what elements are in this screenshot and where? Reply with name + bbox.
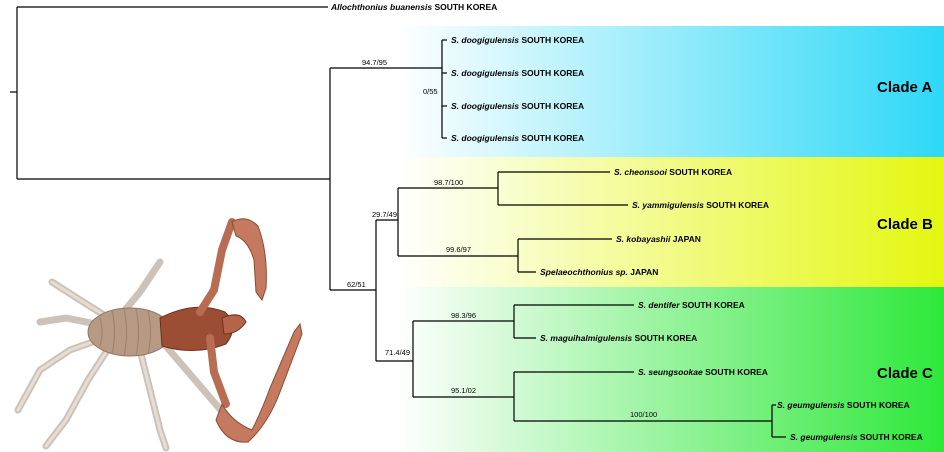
taxon-label: S. doogigulensis SOUTH KOREA [451,133,584,143]
support-value: 0/55 [423,87,438,96]
support-value: 94.7/95 [362,58,387,67]
support-values: 94.7/95 0/55 29.7/49 98.7/100 99.6/97 62… [347,58,657,419]
taxon-label: S. yammigulensis SOUTH KOREA [632,200,769,210]
taxon-label: S. geumgulensis SOUTH KOREA [777,400,910,410]
clade-b-background [395,157,944,287]
taxon-label: S. kobayashii JAPAN [616,234,701,244]
tree-branches [10,6,786,438]
taxon-label: S. cheonsooi SOUTH KOREA [614,167,732,177]
pseudoscorpion-photo [14,218,303,452]
taxon-label: S. dentifer SOUTH KOREA [638,300,745,310]
taxon-label: S. doogigulensis SOUTH KOREA [451,68,584,78]
taxon-label: Spelaeochthonius sp. JAPAN [540,267,658,277]
support-value: 29.7/49 [372,210,397,219]
taxon-label: S. seungsookae SOUTH KOREA [638,367,768,377]
taxon-label: S. geumgulensis SOUTH KOREA [790,432,923,442]
taxon-label: S. doogigulensis SOUTH KOREA [451,101,584,111]
support-value: 62/51 [347,280,366,289]
support-value: 98.3/96 [451,311,476,320]
taxon-label: Allochthonius buanensis SOUTH KOREA [330,2,497,12]
support-value: 95.1/02 [451,386,476,395]
support-value: 99.6/97 [446,245,471,254]
support-value: 71.4/49 [385,348,410,357]
clade-a-background [395,26,944,157]
clade-c-background [395,287,944,452]
taxon-labels: Allochthonius buanensis SOUTH KOREA S. d… [330,2,923,442]
clade-c-label: Clade C [877,365,933,382]
clade-a-label: Clade A [877,79,932,96]
clade-b-label: Clade B [877,216,933,233]
taxon-label: S. maguihalmigulensis SOUTH KOREA [540,333,697,343]
support-value: 98.7/100 [434,178,463,187]
taxon-label: S. doogigulensis SOUTH KOREA [451,35,584,45]
support-value: 100/100 [630,410,657,419]
